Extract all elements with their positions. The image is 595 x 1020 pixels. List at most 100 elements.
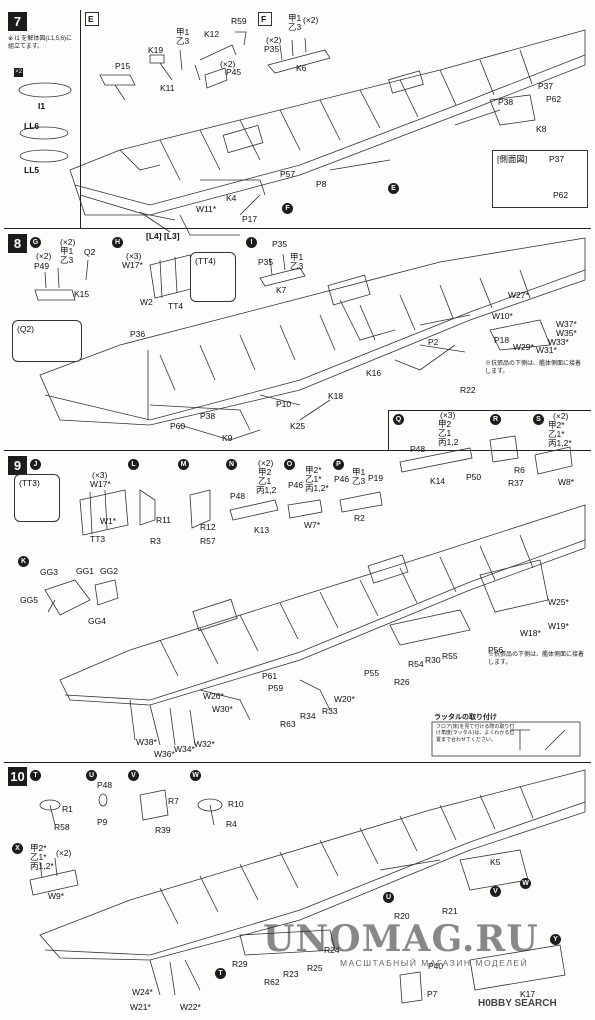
part-label: W18* <box>520 628 541 638</box>
sub-t-tag: T <box>30 770 41 781</box>
part-label: (×2) <box>220 59 236 69</box>
part-label: K14 <box>430 476 446 486</box>
sub-q-tag: Q <box>393 414 404 425</box>
sub-m-tag: M <box>178 459 189 470</box>
part-label: W31* <box>536 345 557 355</box>
part-label: 丙1,2* <box>30 861 54 871</box>
part-label: P56 <box>488 645 504 655</box>
part-label: P46 <box>334 474 350 484</box>
part-label: R12 <box>200 522 216 532</box>
part-label: P38 <box>498 97 514 107</box>
part-label: (×2) <box>258 458 274 468</box>
step9-note: ※抗張品の下側は、艦体側面に接着します。 <box>488 652 585 666</box>
part-label: GG2 <box>100 566 118 576</box>
part-label: R33 <box>322 706 338 716</box>
sub-y-tag: Y <box>550 934 561 945</box>
part-label: R29 <box>232 959 248 969</box>
part-label: 甲2* <box>548 420 565 430</box>
watermark-sub: МАСШТАБНЫЙ МАГАЗИН МОДЕЛЕЙ <box>340 958 529 968</box>
part-label: (×2) <box>303 15 319 25</box>
part-label: K6 <box>296 63 307 73</box>
part-label: 丙1,2 <box>256 485 277 495</box>
part-label: W35* <box>556 328 577 338</box>
sub-k-tag: K <box>18 556 29 567</box>
part-label: W33* <box>548 337 569 347</box>
sub-i-tag: I <box>246 237 257 248</box>
part-label: R10 <box>228 799 244 809</box>
step7-lifeboats <box>18 82 72 163</box>
part-label: R23 <box>283 969 299 979</box>
part-label: R1 <box>62 804 73 814</box>
part-label: 乙3 <box>60 255 74 265</box>
part-label: K11 <box>160 83 175 93</box>
part-label: R62 <box>264 977 280 987</box>
part-label: W22* <box>180 1002 201 1012</box>
part-label: K17 <box>520 989 536 999</box>
part-label: R7 <box>168 796 179 806</box>
part-label: K15 <box>74 289 90 299</box>
watermark-main: UNOMAG.RU <box>263 918 539 960</box>
part-label: 乙3 <box>288 22 302 32</box>
sub-f-parts <box>267 37 331 74</box>
part-label: GG3 <box>40 567 58 577</box>
part-label: (×3) <box>440 410 456 420</box>
tt4-box: (TT4) <box>190 252 236 302</box>
part-label: P19 <box>368 473 384 483</box>
part-label: R30 <box>425 655 441 665</box>
sub-u-tag: U <box>86 770 97 781</box>
part-label: K13 <box>254 525 270 535</box>
part-label: R24 <box>324 945 340 955</box>
part-label: GG4 <box>88 616 106 626</box>
sub-x-tag: X <box>12 843 23 854</box>
part-label: 甲1 <box>288 13 302 23</box>
part-label: W25* <box>548 597 569 607</box>
part-label: P35 <box>264 44 280 54</box>
side-view-inset: [側面図] P37 P62 <box>492 150 588 208</box>
part-label: W11* <box>196 204 217 214</box>
sub-tx-parts <box>29 789 223 896</box>
rack-title: ラッタルの取り付け <box>434 714 497 721</box>
part-label: P17 <box>242 214 258 224</box>
part-label: LL5 <box>24 165 40 175</box>
ref-label: [L4] [L3] <box>146 231 180 241</box>
step-10-badge: 10 <box>8 767 27 786</box>
part-label: R2 <box>354 513 365 523</box>
callout-e: E <box>388 183 399 194</box>
part-label: 丙1,2* <box>548 438 572 448</box>
part-label: R11 <box>156 515 171 525</box>
part-label: P60 <box>170 421 186 431</box>
q2-box: (Q2) <box>12 320 82 362</box>
part-label: 乙1 <box>258 476 272 486</box>
sub-e-tag: E <box>85 12 99 26</box>
part-label: GG5 <box>20 595 38 605</box>
brand-mark: H0BBY SEARCH <box>478 998 557 1009</box>
part-label: P15 <box>115 61 131 71</box>
step-7-badge: 7 <box>8 12 27 31</box>
part-label: P2 <box>428 337 439 347</box>
part-label: 乙3 <box>176 36 190 46</box>
part-label: 甲1 <box>290 252 304 262</box>
part-label: 乙1 <box>438 428 452 438</box>
part-label: (×2) <box>60 237 76 247</box>
part-label: R22 <box>460 385 476 395</box>
part-label: P62 <box>546 94 562 104</box>
part-label: P61 <box>262 671 278 681</box>
part-label: W19* <box>548 621 569 631</box>
part-label: P35 <box>272 239 288 249</box>
part-label: (×2) <box>36 251 52 261</box>
part-label: K7 <box>276 285 287 295</box>
part-label: K19 <box>148 45 164 55</box>
part-label: W17* <box>90 479 111 489</box>
part-label: R59 <box>231 16 247 26</box>
part-label: P10 <box>276 399 292 409</box>
part-label: P8 <box>316 179 327 189</box>
part-label: R4 <box>226 819 237 829</box>
part-label: K4 <box>226 193 237 203</box>
callout-u: U <box>383 892 394 903</box>
sub-r-tag: R <box>490 414 501 425</box>
part-label: W8* <box>558 477 575 487</box>
part-label: P38 <box>200 411 216 421</box>
callout-f: F <box>282 203 293 214</box>
part-label: W32* <box>194 739 215 749</box>
part-label: K5 <box>490 857 501 867</box>
